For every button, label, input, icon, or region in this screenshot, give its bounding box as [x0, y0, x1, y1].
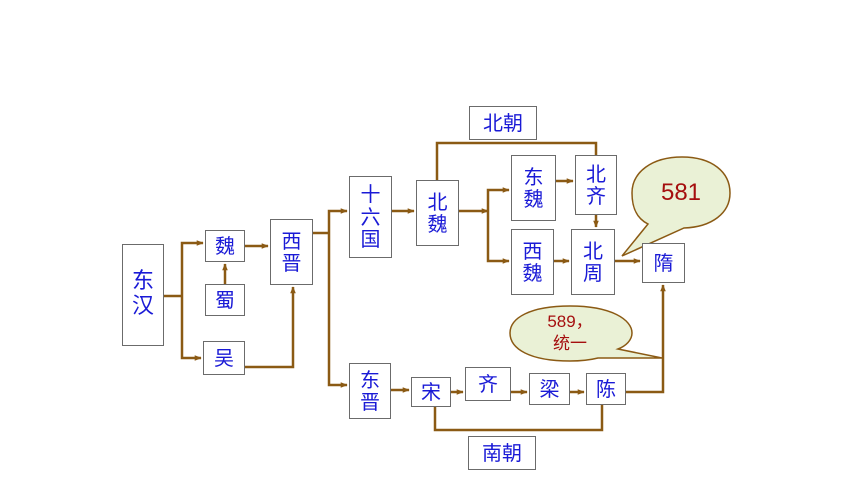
box-beiqi: 北 齐 — [575, 155, 617, 215]
bracket-beichao — [435, 141, 598, 180]
callout-581-text: 581 — [660, 179, 702, 206]
bracket-nanchao — [433, 405, 604, 432]
connectors — [164, 141, 666, 432]
box-song: 宋 — [411, 377, 451, 407]
box-wei: 魏 — [205, 230, 245, 262]
box-chen: 陈 — [586, 373, 626, 405]
box-dongwei: 东 魏 — [511, 155, 556, 221]
box-xijin: 西 晋 — [270, 219, 313, 285]
connector-chen-sui — [626, 284, 666, 394]
box-beichao-label: 北朝 — [469, 106, 537, 140]
callout-589-bubble — [509, 305, 663, 362]
connector-to-dongwei — [486, 187, 510, 211]
box-nanchao-label: 南朝 — [468, 436, 536, 470]
connector-to-dongjin — [327, 233, 348, 388]
connector-to-xiwei — [486, 211, 510, 264]
box-sui: 隋 — [642, 243, 685, 283]
box-donghan: 东 汉 — [122, 244, 164, 346]
box-beizhou: 北 周 — [571, 229, 615, 295]
callout-589-text: 589， 统一 — [547, 312, 593, 354]
connector-wu-xijin — [245, 286, 296, 369]
box-xiwei: 西 魏 — [511, 229, 554, 295]
box-dongjin: 东 晋 — [349, 363, 391, 419]
box-liang: 梁 — [529, 373, 570, 405]
callout-bubbles — [509, 156, 731, 362]
box-shu: 蜀 — [205, 284, 245, 316]
box-qi: 齐 — [465, 367, 511, 401]
connector-to-wei — [180, 240, 204, 296]
callout-581-bubble — [621, 156, 731, 257]
box-shiliuguo: 十 六 国 — [349, 176, 392, 258]
connector-to-shiliuguo — [327, 208, 348, 233]
box-wu: 吴 — [203, 341, 245, 375]
box-beiwei: 北 魏 — [416, 180, 459, 246]
connector-to-wu — [180, 296, 202, 361]
